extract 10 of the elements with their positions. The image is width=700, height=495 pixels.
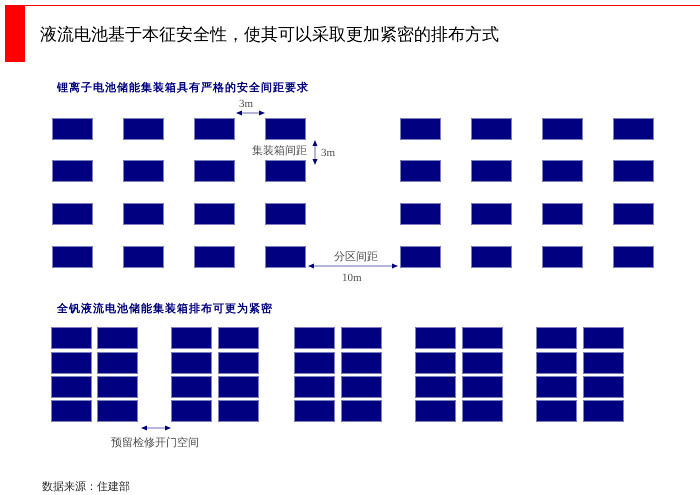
title: 液流电池基于本征安全性，使其可以采取更加紧密的排布方式 [40, 24, 499, 46]
section-heading: 锂离子电池储能集装箱具有严格的安全间距要求 [57, 80, 309, 96]
dimension-label: 分区间距 [334, 250, 378, 265]
dimension-label: 10m [342, 271, 362, 286]
source-note: 数据来源：住建部 [42, 480, 130, 495]
dimension-label: 预留检修开门空间 [111, 436, 199, 451]
section-heading: 全钒液流电池储能集装箱排布可更为紧密 [57, 301, 273, 317]
dimension-label: 3m [239, 97, 254, 112]
dimension-label: 3m [321, 146, 336, 161]
dimension-label: 集装箱间距 [252, 144, 307, 159]
